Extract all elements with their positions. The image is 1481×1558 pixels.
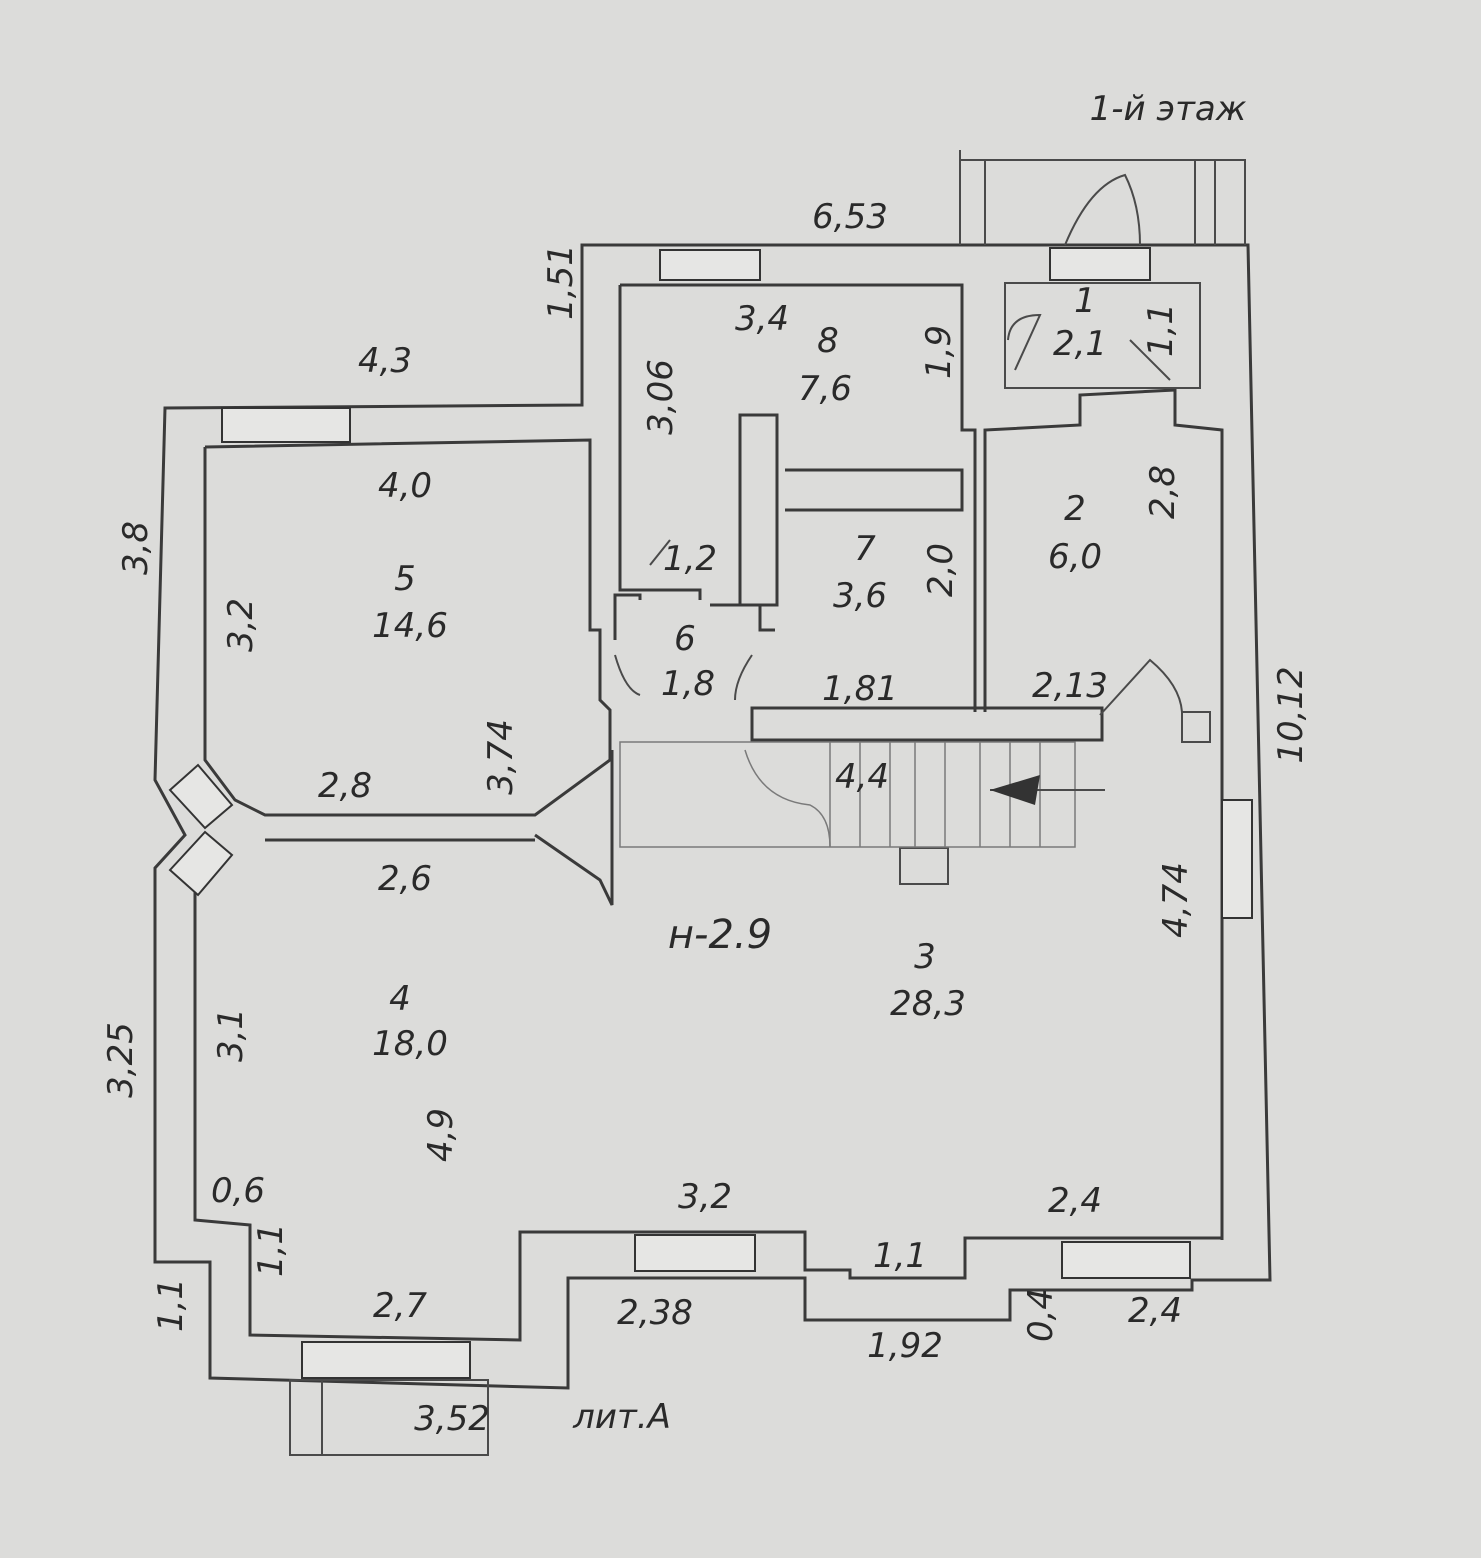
svg-text:2,0: 2,0 <box>921 543 961 597</box>
svg-text:2,13: 2,13 <box>1032 666 1108 706</box>
svg-text:1: 1 <box>1074 281 1096 321</box>
arrow-head-icon <box>990 775 1040 805</box>
svg-text:0,6: 0,6 <box>211 1171 265 1211</box>
svg-text:2,8: 2,8 <box>318 766 372 806</box>
svg-text:2,6: 2,6 <box>378 859 432 899</box>
svg-text:18,0: 18,0 <box>372 1024 448 1064</box>
svg-text:1,1: 1,1 <box>873 1236 927 1276</box>
building-label: лит.А <box>572 1397 671 1437</box>
svg-text:3,2: 3,2 <box>221 598 261 652</box>
svg-text:1,92: 1,92 <box>867 1326 943 1366</box>
floor-title: 1-й этаж <box>1090 89 1247 129</box>
svg-text:2,4: 2,4 <box>1048 1181 1102 1221</box>
doors <box>614 313 1183 716</box>
svg-text:3,4: 3,4 <box>735 299 789 339</box>
outer-wall <box>153 243 1272 1390</box>
svg-text:2,7: 2,7 <box>373 1286 427 1326</box>
svg-text:0,4: 0,4 <box>1021 1288 1061 1342</box>
entrance-porch <box>959 150 1246 246</box>
windows <box>168 247 1253 1379</box>
svg-text:1,81: 1,81 <box>822 669 898 709</box>
svg-text:1,1: 1,1 <box>151 1278 191 1332</box>
room-4: 418,0 <box>372 979 448 1064</box>
svg-text:3: 3 <box>914 937 936 977</box>
svg-text:3,2: 3,2 <box>678 1177 732 1217</box>
room-1: 12,1 <box>1053 281 1107 364</box>
svg-text:3,52: 3,52 <box>414 1399 490 1439</box>
inner-walls <box>193 282 1224 1342</box>
svg-text:10,12: 10,12 <box>1271 666 1311 763</box>
svg-text:1,1: 1,1 <box>251 1223 291 1277</box>
svg-text:1,1: 1,1 <box>1141 303 1181 357</box>
svg-text:4,9: 4,9 <box>421 1108 461 1162</box>
room-8: 87,6 <box>798 321 852 409</box>
room-5: 514,6 <box>372 559 448 646</box>
svg-text:3,8: 3,8 <box>116 521 156 575</box>
svg-text:3,6: 3,6 <box>833 576 887 616</box>
svg-text:1,9: 1,9 <box>919 325 959 379</box>
svg-text:4,0: 4,0 <box>378 466 432 506</box>
dimension-labels: 6,53 1,51 4,3 3,8 4,0 3,2 2,8 3,74 2,6 3… <box>101 197 1311 1439</box>
exterior-step <box>289 1379 489 1456</box>
svg-text:1,8: 1,8 <box>661 664 715 704</box>
svg-text:4,4: 4,4 <box>835 757 889 797</box>
svg-text:7,6: 7,6 <box>798 369 852 409</box>
svg-text:2,8: 2,8 <box>1143 465 1183 519</box>
svg-text:3,1: 3,1 <box>211 1008 251 1062</box>
svg-text:5: 5 <box>394 559 416 599</box>
svg-text:8: 8 <box>817 321 839 361</box>
room-3: 328,3 <box>890 937 966 1024</box>
svg-text:14,6: 14,6 <box>372 606 448 646</box>
svg-text:6,0: 6,0 <box>1048 537 1102 577</box>
room-2: 26,0 <box>1048 489 1102 577</box>
svg-text:6: 6 <box>674 619 696 659</box>
svg-text:1,2: 1,2 <box>663 539 717 579</box>
svg-text:2,38: 2,38 <box>617 1293 693 1333</box>
svg-text:2,4: 2,4 <box>1128 1291 1182 1331</box>
svg-text:3,06: 3,06 <box>641 359 681 435</box>
svg-text:28,3: 28,3 <box>890 984 966 1024</box>
height-label: н-2.9 <box>668 912 772 958</box>
svg-text:3,74: 3,74 <box>481 719 521 795</box>
svg-text:4: 4 <box>389 979 411 1019</box>
staircase <box>619 741 1105 848</box>
room-6: 61,8 <box>661 619 715 704</box>
svg-text:7: 7 <box>854 529 876 569</box>
svg-text:4,74: 4,74 <box>1156 862 1196 938</box>
svg-text:2: 2 <box>1064 489 1086 529</box>
room-7: 73,6 <box>833 529 887 616</box>
svg-text:2,1: 2,1 <box>1053 324 1107 364</box>
svg-text:6,53: 6,53 <box>812 197 888 237</box>
svg-text:1,51: 1,51 <box>541 244 581 320</box>
svg-text:3,25: 3,25 <box>101 1022 141 1098</box>
svg-text:4,3: 4,3 <box>358 341 412 381</box>
